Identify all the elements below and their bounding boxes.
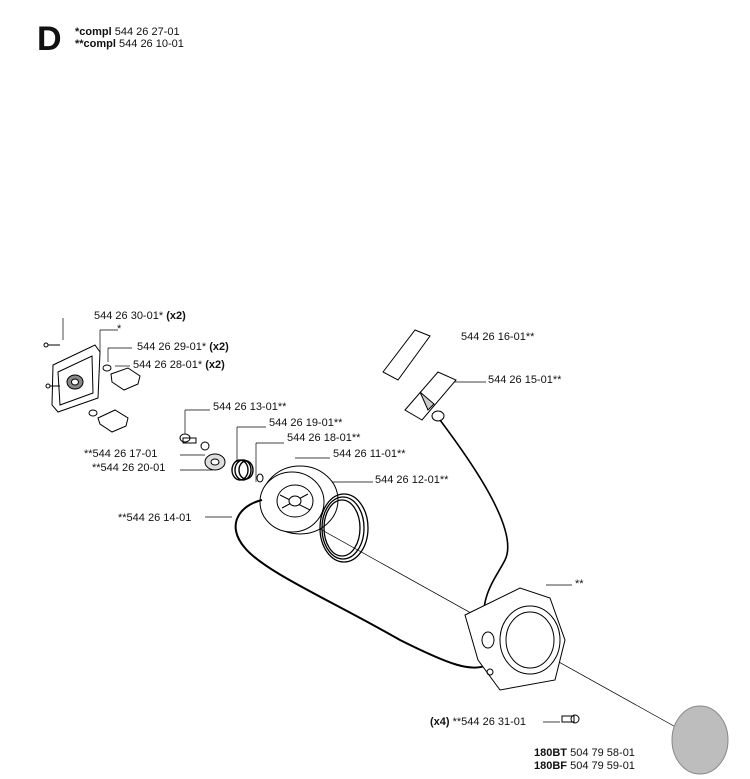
compl-prefix: *compl (75, 26, 112, 38)
starter-housing (464, 587, 566, 691)
part-label-star: * (117, 323, 122, 335)
compl-line-1: *compl 544 26 27-01 (75, 26, 180, 39)
model-name: 180BF (534, 760, 568, 772)
part-label-544-26-31-01: (x4) **544 26 31-01 (430, 716, 526, 729)
part-qty: (x2) (205, 359, 225, 371)
part-label-544-26-20-01: **544 26 20-01 (92, 462, 166, 474)
part-qty: (x2) (209, 341, 229, 353)
compl-number: 544 26 27-01 (114, 26, 180, 38)
compl-number: 544 26 10-01 (119, 38, 184, 50)
part-label-544-26-16-01: 544 26 16-01** (461, 331, 535, 343)
part-label-544-26-15-01: 544 26 15-01** (488, 374, 562, 386)
starter-rope (234, 499, 489, 669)
return-spring (231, 459, 254, 481)
starter-handle (382, 329, 457, 422)
rope-pulley (259, 465, 339, 535)
part-label-544-26-13-01: 544 26 13-01** (213, 401, 287, 413)
part-qty: (x4) (430, 716, 450, 728)
compl-prefix: **compl (75, 38, 116, 50)
part-label-544-26-17-01: **544 26 17-01 (84, 448, 158, 460)
washers (200, 441, 226, 471)
part-number: 544 26 29-01* (137, 341, 207, 353)
part-label-544-26-12-01: 544 26 12-01** (375, 474, 449, 486)
part-label-544-26-18-01: 544 26 18-01** (287, 432, 361, 444)
part-label-544-26-28-01: 544 26 28-01* (x2) (133, 359, 225, 372)
part-label-544-26-11-01: 544 26 11-01** (333, 448, 406, 460)
model-line-180bf: 180BF 504 79 59-01 (534, 760, 635, 773)
part-label-544-26-14-01: **544 26 14-01 (118, 512, 192, 524)
part-label-housing: ** (575, 578, 584, 590)
compl-line-2: **compl 544 26 10-01 (75, 38, 184, 51)
pawls (97, 367, 141, 433)
part-label-544-26-30-01: 544 26 30-01* (x2) (94, 310, 186, 323)
part-label-544-26-19-01: 544 26 19-01** (269, 417, 343, 429)
part-number: **544 26 31-01 (452, 716, 527, 728)
starter-cover-plate (43, 342, 101, 413)
pawl-springs (88, 364, 112, 417)
model-number: 504 79 59-01 (570, 760, 635, 772)
shoulder-screw (179, 433, 197, 444)
part-label-544-26-29-01: 544 26 29-01* (x2) (137, 341, 229, 354)
part-number: 544 26 30-01* (94, 310, 164, 322)
part-qty: (x2) (166, 310, 186, 322)
spring-washer (256, 473, 264, 483)
section-letter: D (37, 20, 62, 58)
decal-label (671, 705, 729, 775)
model-line-180bt: 180BT 504 79 58-01 (534, 747, 635, 760)
model-number: 504 79 58-01 (570, 747, 635, 759)
recoil-spring (319, 493, 369, 563)
handle-rope (439, 419, 509, 641)
part-number: 544 26 28-01* (133, 359, 203, 371)
housing-screw (561, 714, 580, 724)
leader-lines (62, 318, 691, 736)
model-name: 180BT (534, 747, 568, 759)
